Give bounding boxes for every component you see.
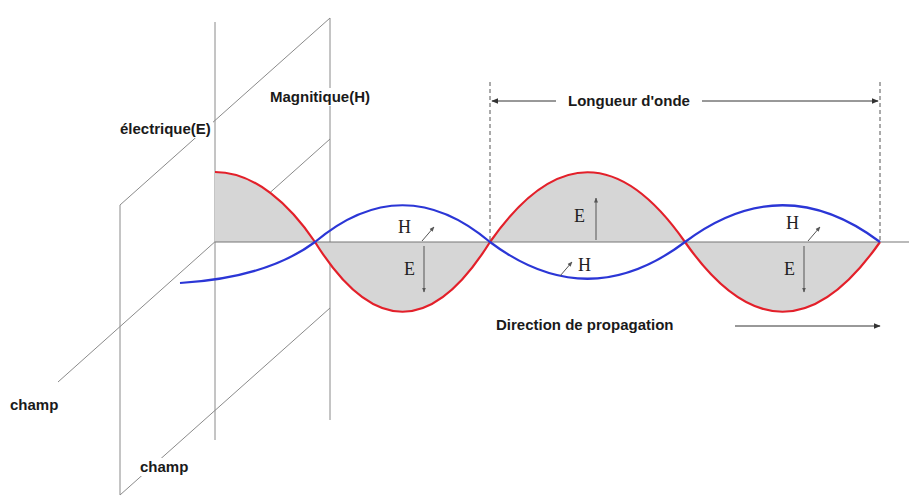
wavelength-markers	[490, 82, 880, 240]
wavelength-arrow	[492, 101, 556, 102]
direction-arrow	[735, 326, 880, 327]
vector-symbol: H	[398, 217, 411, 239]
wavelength-arrow	[702, 101, 878, 102]
field-vectors	[422, 198, 820, 292]
propagation-axis	[215, 241, 909, 242]
vector-symbol: E	[784, 259, 795, 281]
dimension-label: Longueur d'onde	[566, 92, 692, 110]
vector-symbol: H	[786, 213, 799, 235]
field-label: électrique(E)	[118, 120, 213, 138]
field-label: champ	[8, 396, 60, 414]
field-label: champ	[138, 458, 190, 476]
field-label: Magnitique(H)	[268, 88, 372, 106]
magnetic-wave	[180, 205, 880, 283]
direction-label: Direction de propagation	[494, 316, 676, 334]
vector-symbol: E	[574, 206, 585, 228]
vector-symbol: H	[578, 255, 591, 277]
vector-symbol: E	[404, 259, 415, 281]
